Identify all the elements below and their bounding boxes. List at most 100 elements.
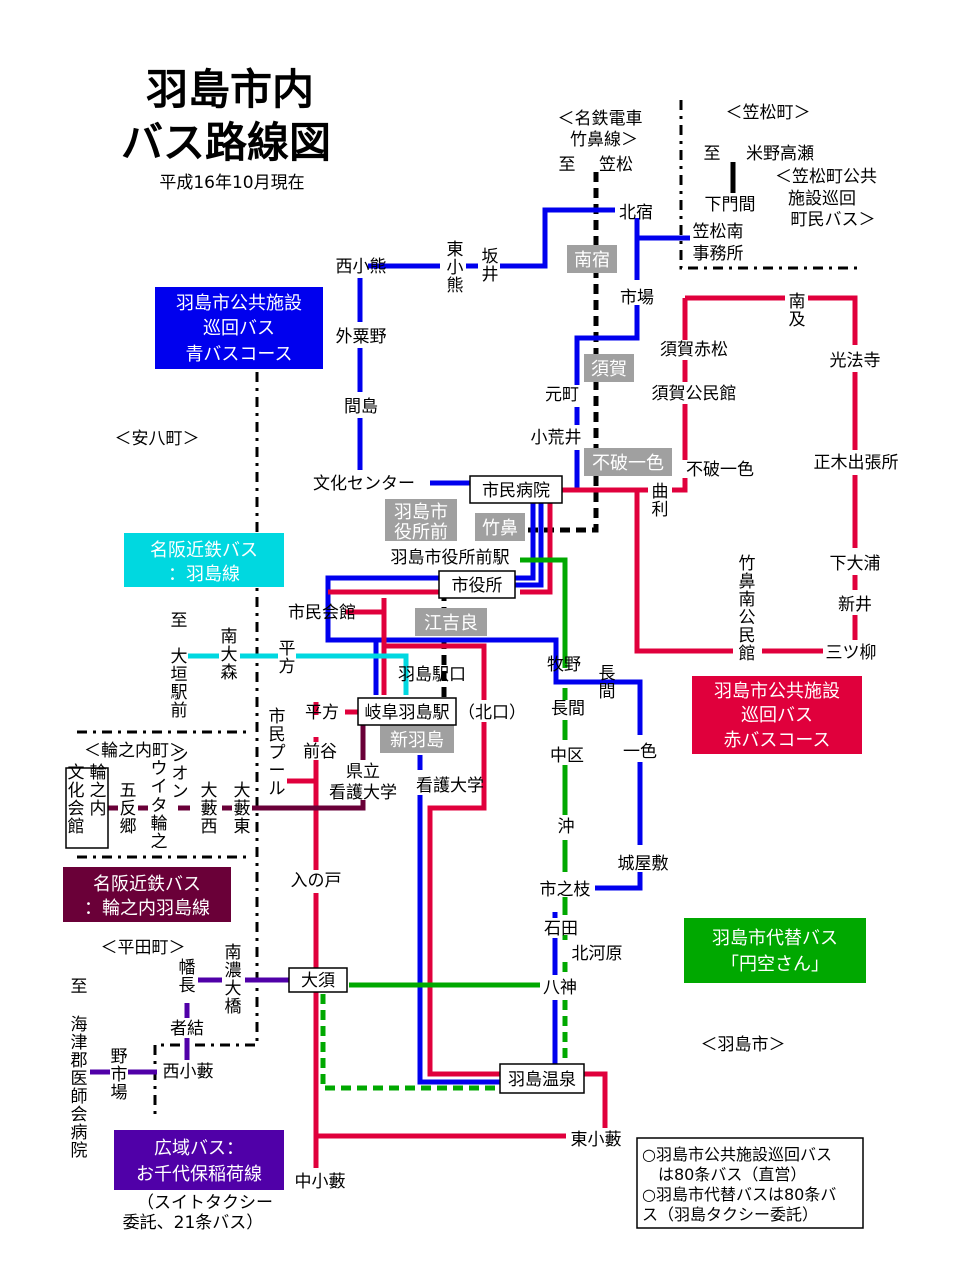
notes-frame xyxy=(636,1137,864,1229)
station-minamijuku[interactable]: 南宿 xyxy=(574,250,610,271)
hub-box-shimin-byoin[interactable] xyxy=(469,475,563,504)
stop-bunka-center[interactable]: 文化センター xyxy=(313,474,415,494)
stop-mitsuyanagi[interactable]: 三ツ柳 xyxy=(826,643,877,663)
stop-isshiki[interactable]: 一色 xyxy=(623,742,657,762)
station-shiyakushomae-line2[interactable]: 役所前 xyxy=(394,522,448,543)
stop-masaki[interactable]: 正木出張所 xyxy=(814,453,899,473)
hub-osu[interactable]: 大須 xyxy=(301,971,335,991)
stop-higashikoguma[interactable]: 東小熊 xyxy=(447,240,464,296)
station-takehana[interactable]: 竹鼻 xyxy=(482,518,518,539)
hub-box-wanouchi-bunka[interactable] xyxy=(65,767,109,849)
dir-to-ogaki-label: 至 xyxy=(171,611,188,631)
stop-motomachi[interactable]: 元町 xyxy=(545,385,579,405)
region-meitetsu-line2: 竹鼻線＞ xyxy=(570,130,638,150)
note-line1: ○羽島市公共施設巡回バス xyxy=(642,1145,832,1164)
stop-hirakata-red[interactable]: 平方 xyxy=(305,703,339,723)
stop-nishikoyabu[interactable]: 西小藪 xyxy=(163,1062,214,1082)
stop-wanouchi-bunka-2[interactable]: 文化会館 xyxy=(68,763,85,837)
hub-box-hashima-onsen[interactable] xyxy=(499,1063,585,1094)
meihan-hashima-route xyxy=(188,653,409,695)
stop-fuwaisshiki[interactable]: 不破一色 xyxy=(686,460,754,480)
stop-hirakata-cyan[interactable]: 平方 xyxy=(279,639,296,677)
stop-kasamatsu-minami-2[interactable]: 事務所 xyxy=(693,244,744,264)
stop-kitagawara[interactable]: 北河原 xyxy=(572,944,623,964)
stop-nakaku[interactable]: 中区 xyxy=(550,746,584,766)
stop-koarai[interactable]: 小荒井 xyxy=(531,428,582,448)
stop-aeon-2[interactable]: ンオン xyxy=(172,746,189,802)
stop-kenritsu-kango-2[interactable]: 看護大学 xyxy=(329,783,397,803)
stop-sotoawano[interactable]: 外粟野 xyxy=(336,327,387,347)
stop-aeon-1[interactable]: ウイ xyxy=(151,759,168,797)
stop-oyabu-nishi[interactable]: 大藪西 xyxy=(201,781,218,837)
stop-gotanbo[interactable]: 五反郷 xyxy=(120,781,137,837)
legend-meihan-hashima-line2: ：羽島線 xyxy=(168,564,240,585)
stop-suga-kominkan[interactable]: 須賀公民館 xyxy=(652,384,737,404)
stop-kango[interactable]: 看護大学 xyxy=(416,776,484,796)
stop-kasamatsu-minami-1[interactable]: 笠松南 xyxy=(693,222,744,242)
stop-hashima-ekiguchi[interactable]: 羽島駅口 xyxy=(398,665,466,685)
stop-irinoto[interactable]: 入の戸 xyxy=(291,871,342,891)
stop-kitajuku[interactable]: 北宿 xyxy=(619,203,653,223)
stop-shimomonma[interactable]: 下門間 xyxy=(705,195,756,215)
region-hirata: ＜平田町＞ xyxy=(101,938,186,958)
stop-shaketsu[interactable]: 者結 xyxy=(170,1019,204,1039)
station-badge-suga xyxy=(584,354,634,382)
stop-sakai[interactable]: 坂井 xyxy=(482,247,499,285)
stop-shiyakusho-ekimae[interactable]: 羽島市役所前駅 xyxy=(391,548,510,568)
hub-shiyakusho[interactable]: 市役所 xyxy=(452,576,503,596)
stop-ichiba[interactable]: 市場 xyxy=(620,288,654,308)
legend-meihan-wanouchi-box xyxy=(63,867,231,922)
station-suga[interactable]: 須賀 xyxy=(591,359,627,380)
stop-shimoura[interactable]: 下大浦 xyxy=(830,554,881,574)
stop-hatanaga[interactable]: 幡長 xyxy=(179,958,196,996)
stop-suga-akamatsu[interactable]: 須賀赤松 xyxy=(660,340,728,360)
hub-hashima-onsen[interactable]: 羽島温泉 xyxy=(508,1070,576,1090)
region-kasamatsu: ＜笠松町＞ xyxy=(726,103,811,123)
stop-wanouchi-bunka-1[interactable]: 輪之内 xyxy=(90,763,107,819)
hub-box-osu[interactable] xyxy=(288,967,348,993)
municipal-boundaries xyxy=(77,100,860,1120)
hub-box-shiyakusho[interactable] xyxy=(438,570,516,599)
stop-minamioyobi[interactable]: 南及 xyxy=(789,292,806,330)
stop-takehana-minami[interactable]: 竹鼻南公民館 xyxy=(739,554,756,664)
station-shiyakushomae-line1[interactable]: 羽島市 xyxy=(394,502,448,523)
dir-to-kaizu-label: 至 xyxy=(71,977,88,997)
region-kasamatsu-bus-line2: 施設巡回 xyxy=(788,189,856,209)
stop-shimin-kaikan[interactable]: 市民会館 xyxy=(288,603,356,623)
stop-ichinoeda[interactable]: 市之枝 xyxy=(540,880,591,900)
stop-oki[interactable]: 沖 xyxy=(558,817,575,837)
station-fuwaisshiki[interactable]: 不破一色 xyxy=(592,453,664,474)
legend-meihan-hashima-box xyxy=(124,533,284,587)
stop-arai[interactable]: 新井 xyxy=(838,595,872,615)
stop-higashikoyabu[interactable]: 東小藪 xyxy=(571,1130,622,1150)
stop-kitaguchi[interactable]: （北口） xyxy=(458,703,526,723)
stop-ishida[interactable]: 石田 xyxy=(544,919,578,939)
stop-minamiomori[interactable]: 南大森 xyxy=(221,627,238,683)
stop-nakakoyabu[interactable]: 中小藪 xyxy=(295,1172,346,1192)
stop-nagama-blue[interactable]: 長間 xyxy=(599,664,616,702)
stop-oyabu-higashi[interactable]: 大藪東 xyxy=(234,781,251,837)
stop-koboji[interactable]: 光法寺 xyxy=(830,351,881,371)
stop-nishikoguma[interactable]: 西小熊 xyxy=(336,257,387,277)
legend-red-box xyxy=(692,676,862,754)
stop-nagama-green[interactable]: 長間 xyxy=(551,699,585,719)
stop-minamino-ohashi[interactable]: 南濃大橋 xyxy=(225,943,242,1017)
station-shinhashima[interactable]: 新羽島 xyxy=(390,730,444,751)
stop-maeya[interactable]: 前谷 xyxy=(303,742,337,762)
stop-makino[interactable]: 牧野 xyxy=(547,655,581,675)
legend-meihan-wanouchi-line1: 名阪近鉄バス xyxy=(93,874,201,895)
hub-box-gifu-hashima[interactable] xyxy=(357,697,457,726)
station-egira[interactable]: 江吉良 xyxy=(424,613,478,634)
stop-majima[interactable]: 間島 xyxy=(344,397,378,417)
hub-shimin-byoin[interactable]: 市民病院 xyxy=(482,481,550,501)
stop-magari[interactable]: 曲利 xyxy=(652,482,669,520)
stop-aeon-3[interactable]: タ輪之 xyxy=(151,796,168,852)
stop-shimin-pool[interactable]: 市民プール xyxy=(269,707,286,799)
stop-shiroyashiki[interactable]: 城屋敷 xyxy=(618,854,669,874)
stop-kenritsu-kango-1[interactable]: 県立 xyxy=(346,762,380,782)
hub-gifu-hashima[interactable]: 岐阜羽島駅 xyxy=(365,703,450,723)
stop-noichiba[interactable]: 野市場 xyxy=(111,1047,128,1103)
legend-blue-line2: 巡回バス xyxy=(203,318,275,339)
region-wanouchi: ＜輪之内町＞ xyxy=(84,741,186,761)
stop-yagami[interactable]: 八神 xyxy=(543,978,577,998)
